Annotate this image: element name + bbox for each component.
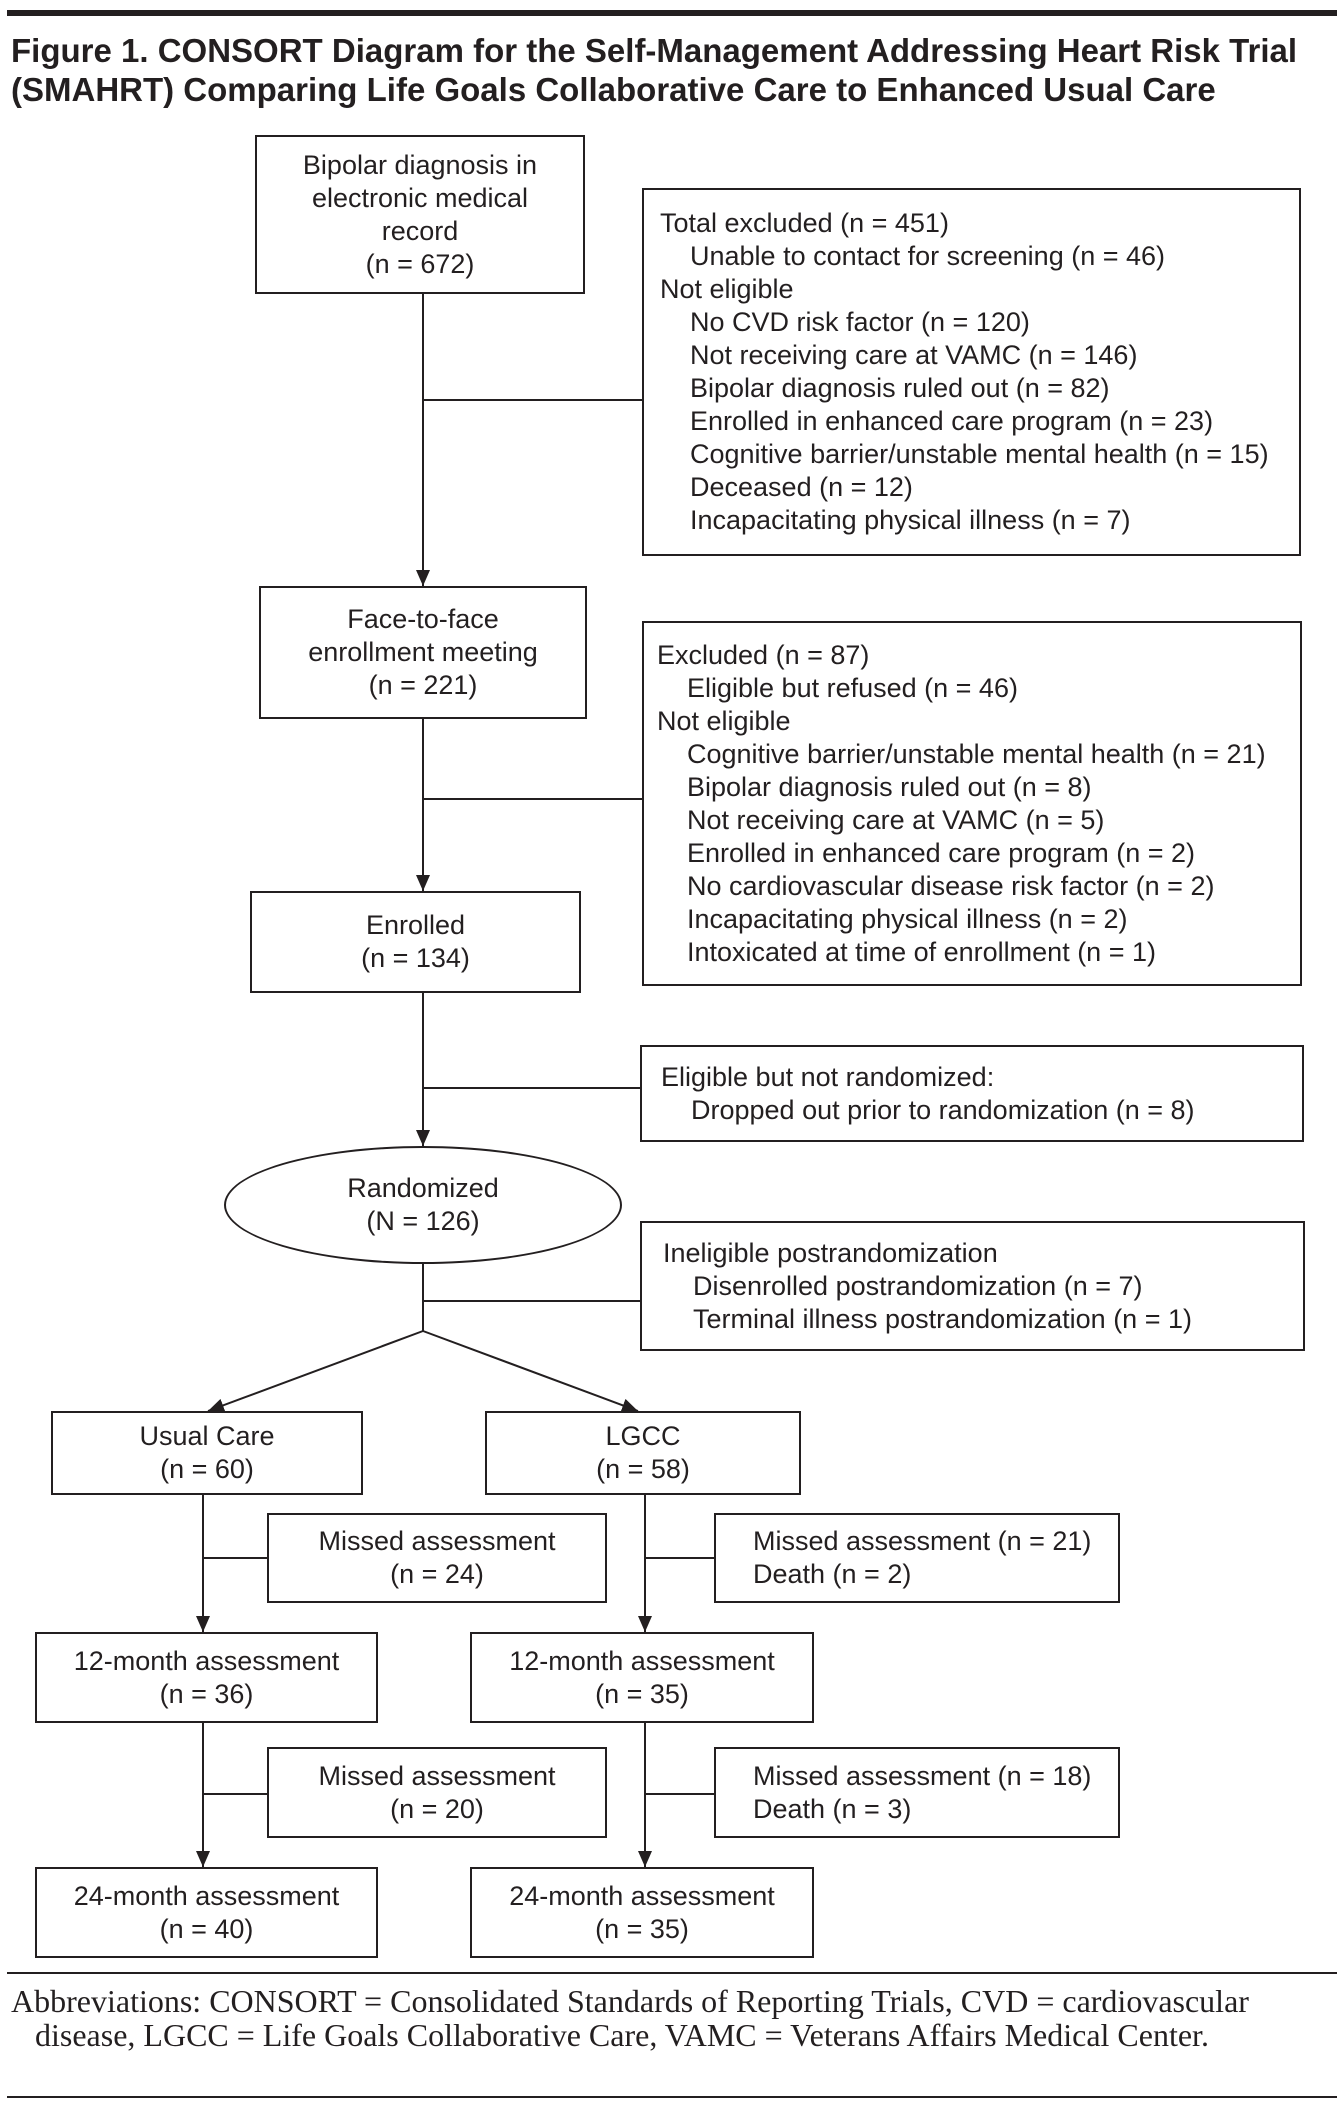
figure-bottom-rule bbox=[7, 2096, 1337, 2098]
exclusion-item: No cardiovascular disease risk factor (n… bbox=[687, 870, 1215, 901]
usual-care-box: Usual Care (n = 60) bbox=[51, 1411, 363, 1495]
box-count: (n = 672) bbox=[365, 248, 475, 279]
lgcc-12-month-box: 12-month assessment (n = 35) bbox=[470, 1632, 814, 1723]
box-text-line: Death (n = 3) bbox=[753, 1793, 912, 1824]
box-text-line: record bbox=[381, 215, 459, 246]
exclusion-heading: Excluded (n = 87) bbox=[657, 639, 870, 670]
exclusion-item: No CVD risk factor (n = 120) bbox=[690, 307, 1030, 337]
enrolled-box: Enrolled (n = 134) bbox=[250, 891, 581, 993]
box-count: (n = 35) bbox=[595, 1678, 689, 1709]
exclusion-item: Incapacitating physical illness (n = 7) bbox=[690, 505, 1131, 535]
box-text-line: Face-to-face bbox=[347, 604, 499, 634]
box-text-line: Death (n = 2) bbox=[753, 1559, 912, 1589]
exclusion-item: Cognitive barrier/unstable mental health… bbox=[687, 738, 1266, 769]
randomized-ellipse: Randomized (N = 126) bbox=[224, 1146, 622, 1264]
exclusion-item: Enrolled in enhanced care program (n = 2… bbox=[690, 406, 1214, 436]
arrow-randomized-to-lgcc bbox=[422, 1330, 639, 1412]
figure-title-line-2: (SMAHRT) Comparing Life Goals Collaborat… bbox=[11, 71, 1216, 108]
box-text-line: Missed assessment (n = 21) bbox=[753, 1526, 1092, 1556]
box-text-line: 24-month assessment bbox=[509, 1880, 775, 1911]
footnote-rule bbox=[7, 1972, 1337, 1974]
footnote-line-2: disease, LGCC = Life Goals Collaborative… bbox=[35, 2017, 1209, 2053]
exclusion-item: Unable to contact for screening (n = 46) bbox=[690, 241, 1166, 271]
usual-care-missed-24-box: Missed assessment (n = 20) bbox=[267, 1747, 607, 1838]
exclusion-item: Eligible but refused (n = 46) bbox=[687, 672, 1018, 703]
box-count: (n = 60) bbox=[160, 1454, 254, 1484]
lgcc-missed-24-box: Missed assessment (n = 18) Death (n = 3) bbox=[714, 1747, 1120, 1838]
box-count: (n = 24) bbox=[390, 1559, 484, 1589]
box-count: (n = 58) bbox=[596, 1454, 690, 1484]
not-eligible-label: Not eligible bbox=[660, 274, 794, 304]
figure-top-rule bbox=[7, 10, 1337, 16]
enrollment-excluded-box: Excluded (n = 87) Eligible but refused (… bbox=[642, 621, 1302, 986]
exclusion-item: Not receiving care at VAMC (n = 5) bbox=[687, 804, 1105, 835]
box-text-line: 12-month assessment bbox=[73, 1645, 340, 1676]
bipolar-diagnosis-box: Bipolar diagnosis in electronic medical … bbox=[255, 135, 585, 294]
exclusion-item: Not receiving care at VAMC (n = 146) bbox=[690, 340, 1138, 370]
exclusion-item: Terminal illness postrandomization (n = … bbox=[693, 1303, 1192, 1334]
exclusion-item: Intoxicated at time of enrollment (n = 1… bbox=[687, 936, 1156, 967]
exclusion-item: Cognitive barrier/unstable mental health… bbox=[690, 439, 1269, 469]
arm-label: LGCC bbox=[605, 1421, 681, 1451]
arrow-randomized-to-usual-care bbox=[207, 1330, 424, 1412]
ineligible-postrandomization-box: Ineligible postrandomization Disenrolled… bbox=[640, 1221, 1305, 1351]
box-count: (n = 36) bbox=[159, 1678, 254, 1709]
box-text-line: 12-month assessment bbox=[509, 1645, 775, 1676]
lgcc-box: LGCC (n = 58) bbox=[485, 1411, 801, 1495]
exclusion-item: Bipolar diagnosis ruled out (n = 82) bbox=[690, 373, 1110, 403]
enrollment-meeting-box: Face-to-face enrollment meeting (n = 221… bbox=[259, 586, 587, 719]
box-count: (n = 20) bbox=[390, 1793, 484, 1824]
box-count: (n = 40) bbox=[159, 1913, 254, 1944]
box-count: (n = 134) bbox=[361, 943, 470, 973]
box-text-line: Missed assessment (n = 18) bbox=[753, 1760, 1092, 1791]
box-text-line: Enrolled bbox=[365, 910, 466, 940]
not-eligible-label: Not eligible bbox=[657, 705, 791, 736]
exclusion-item: Dropped out prior to randomization (n = … bbox=[691, 1094, 1195, 1125]
footnote-line-1: Abbreviations: CONSORT = Consolidated St… bbox=[11, 1983, 1249, 2019]
box-text-line: Randomized bbox=[347, 1173, 499, 1203]
usual-care-24-month-box: 24-month assessment (n = 40) bbox=[35, 1867, 378, 1958]
box-count: (n = 35) bbox=[595, 1913, 689, 1944]
box-text-line: Bipolar diagnosis in bbox=[302, 149, 538, 180]
usual-care-missed-12-box: Missed assessment (n = 24) bbox=[267, 1513, 607, 1603]
box-text-line: 24-month assessment bbox=[73, 1880, 340, 1911]
exclusion-item: Deceased (n = 12) bbox=[690, 472, 913, 502]
exclusion-heading: Total excluded (n = 451) bbox=[660, 208, 949, 238]
exclusion-heading: Eligible but not randomized: bbox=[661, 1061, 995, 1092]
box-text-line: electronic medical bbox=[311, 182, 529, 213]
total-excluded-box: Total excluded (n = 451) Unable to conta… bbox=[642, 188, 1301, 556]
exclusion-item: Incapacitating physical illness (n = 2) bbox=[687, 903, 1128, 934]
lgcc-24-month-box: 24-month assessment (n = 35) bbox=[470, 1867, 814, 1958]
exclusion-item: Enrolled in enhanced care program (n = 2… bbox=[687, 837, 1196, 868]
exclusion-item: Bipolar diagnosis ruled out (n = 8) bbox=[687, 771, 1092, 802]
box-count: (n = 221) bbox=[368, 670, 478, 700]
box-text-line: Missed assessment bbox=[318, 1760, 556, 1791]
box-text-line: Missed assessment bbox=[318, 1526, 556, 1556]
lgcc-missed-12-box: Missed assessment (n = 21) Death (n = 2) bbox=[714, 1513, 1120, 1603]
box-text-line: enrollment meeting bbox=[308, 637, 538, 667]
figure-title-line-1: Figure 1. CONSORT Diagram for the Self-M… bbox=[11, 32, 1298, 69]
exclusion-item: Disenrolled postrandomization (n = 7) bbox=[693, 1270, 1143, 1301]
arm-label: Usual Care bbox=[139, 1421, 275, 1451]
not-randomized-box: Eligible but not randomized: Dropped out… bbox=[640, 1045, 1304, 1142]
exclusion-heading: Ineligible postrandomization bbox=[663, 1237, 998, 1268]
usual-care-12-month-box: 12-month assessment (n = 36) bbox=[35, 1632, 378, 1723]
box-count: (N = 126) bbox=[366, 1206, 480, 1236]
